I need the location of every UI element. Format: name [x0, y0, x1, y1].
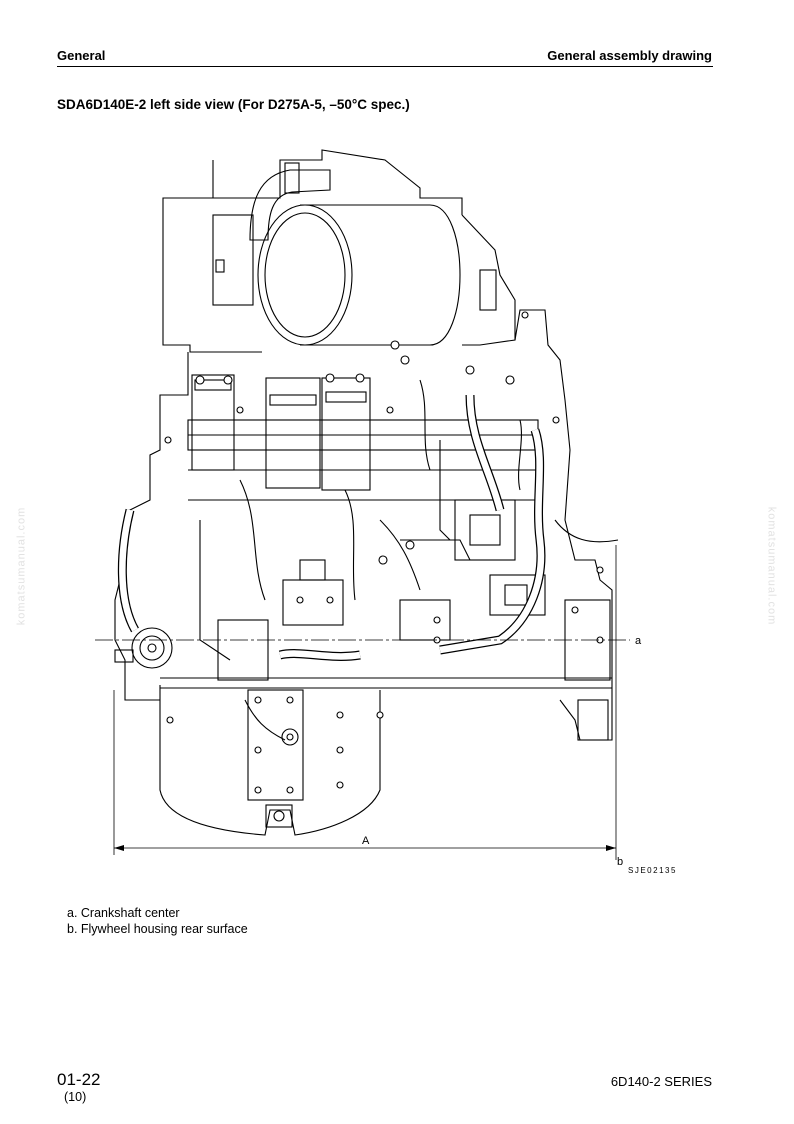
block-right: [514, 309, 613, 741]
upper-block: [213, 149, 463, 215]
series-name: 6D140-2 SERIES: [610, 1074, 712, 1089]
legend-item-a: a. Crankshaft center: [67, 906, 180, 920]
pan-plate: [247, 689, 304, 801]
elbow-clamp: [284, 162, 300, 194]
panel-left-tag: [215, 259, 225, 273]
header-section: General: [57, 48, 106, 63]
panel-left: [212, 214, 254, 306]
injector-block: [454, 499, 516, 561]
header-rule: [57, 66, 713, 67]
turbo-drum-face: [257, 204, 353, 346]
page-revision: (10): [64, 1090, 87, 1104]
reference-b-label: b: [617, 856, 623, 868]
pan-drain: [265, 804, 293, 828]
page-number: 01-22: [57, 1070, 101, 1089]
filter-3: [321, 377, 371, 491]
turbo-flange: [479, 269, 497, 311]
header-page-title: General assembly drawing: [547, 48, 712, 63]
filter-2: [265, 377, 321, 489]
crank-pulley: [131, 627, 173, 669]
turbo-drum-face-inner: [264, 212, 346, 338]
turbo-outlet: [461, 214, 516, 346]
oil-pan: [159, 685, 381, 836]
dimension-a-label: A: [362, 835, 370, 847]
legend-item-b: b. Flywheel housing rear surface: [67, 922, 248, 936]
elbow-pipe: [249, 169, 331, 241]
turbo-drum: [300, 204, 461, 346]
starter: [489, 574, 546, 616]
filter-1: [191, 374, 235, 471]
reference-a-label: a: [635, 635, 642, 647]
legend: a. Crankshaft center b. Flywheel housing…: [67, 905, 248, 937]
figure-title: SDA6D140E-2 left side view (For D275A-5,…: [57, 97, 410, 112]
drawing-code: SJE02135: [628, 866, 677, 875]
fuel-pump: [282, 579, 344, 626]
